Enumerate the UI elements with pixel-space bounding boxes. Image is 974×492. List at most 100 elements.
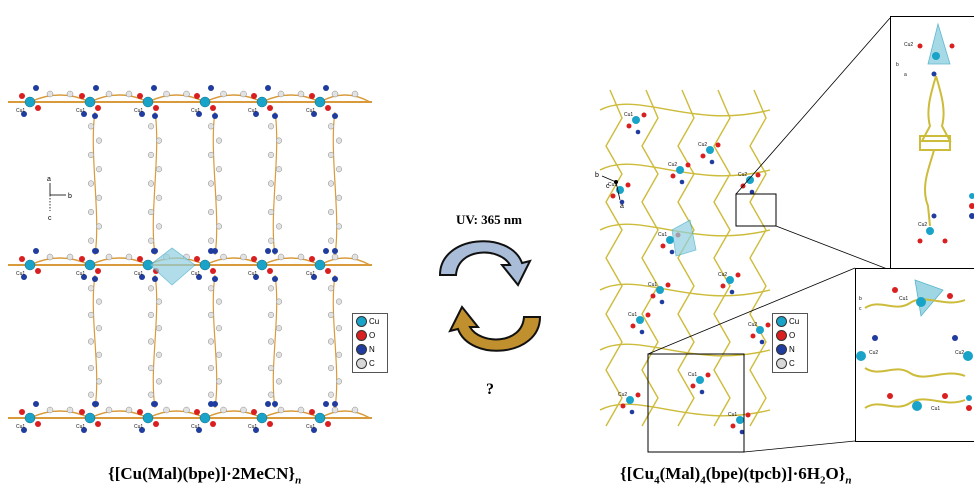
cu-atom	[199, 96, 211, 108]
cu-atom	[314, 259, 326, 271]
cu-atom	[84, 412, 96, 424]
legend-swatch	[356, 343, 367, 355]
legend-item: O	[353, 328, 387, 342]
cu-atom	[726, 276, 734, 284]
cu-atom	[626, 396, 634, 404]
legend-swatch	[776, 357, 787, 369]
legend-item: C	[773, 356, 807, 370]
atom-label-cu1: Cu1	[306, 108, 315, 114]
atom-label-cu1: Cu1	[191, 108, 200, 114]
coordination-polyhedron	[671, 219, 697, 257]
legend-label: N	[369, 344, 375, 354]
atom-label-cu1: Cu1	[76, 424, 85, 430]
axis-b-label: b	[595, 172, 599, 179]
uv-condition-label: UV: 365 nm	[456, 212, 522, 227]
right-formula-sub: 2	[819, 474, 826, 487]
atom-label-cu1: Cu1	[16, 108, 25, 114]
cu-atom	[256, 96, 268, 108]
selection-box-lower	[647, 353, 745, 453]
atom-label-cu1: Cu1	[306, 271, 315, 277]
forward-arrow	[438, 240, 532, 287]
atom-label-cu1: Cu1	[134, 108, 143, 114]
svg-text:c: c	[859, 306, 862, 312]
svg-text:a: a	[904, 72, 907, 78]
cu-atom	[756, 326, 764, 334]
right-formula-part: O}	[825, 464, 846, 483]
right-compound-caption: {[Cu4(Mal)4(bpe)(tpcb)]·6H2O}n	[620, 464, 852, 486]
atom-label: Cu2	[738, 172, 747, 178]
atom-label-cu2: Cu2	[955, 350, 964, 356]
atom-label: Cu1	[658, 232, 667, 238]
coordination-polyhedron	[149, 247, 196, 286]
cu-atom	[24, 259, 36, 271]
legend-item: N	[773, 342, 807, 356]
atom-label: Cu1	[608, 182, 617, 188]
right-formula-part: (Mal)	[659, 464, 701, 483]
atom-label: Cu1	[688, 372, 697, 378]
atom-label-cu1: Cu1	[76, 108, 85, 114]
right-formula-sub: 4	[654, 474, 660, 487]
right-formula-subscript: n	[845, 474, 852, 487]
atom-label-cu1: Cu1	[306, 424, 315, 430]
atom-label-cu1: Cu1	[16, 424, 25, 430]
cu-atom	[676, 166, 684, 174]
right-formula-part: (bpe)(tpcb)]·6H	[705, 464, 820, 483]
cu-atom	[84, 259, 96, 271]
atom-label: Cu1	[728, 412, 737, 418]
legend-item: O	[773, 328, 807, 342]
cu-atom	[142, 412, 154, 424]
svg-text:b: b	[896, 62, 899, 68]
left-formula-subscript: n	[295, 474, 302, 487]
right-formula-part: {[Cu	[620, 464, 655, 483]
atom-label: Cu2	[668, 162, 677, 168]
cu-atom	[24, 412, 36, 424]
cu-atom	[636, 316, 644, 324]
cu-atom	[199, 412, 211, 424]
legend-label: Cu	[369, 316, 380, 326]
legend-swatch	[776, 315, 787, 327]
legend-item: N	[353, 342, 387, 356]
atom-label-cu1: Cu1	[134, 271, 143, 277]
atom-label: Cu2	[748, 322, 757, 328]
selection-box-upper	[735, 193, 777, 227]
cu-atom	[736, 416, 744, 424]
legend-label: O	[789, 330, 796, 340]
legend-label: C	[789, 358, 795, 368]
inset-upper-cycloaddition: Cu2 Cu2 b a	[890, 16, 974, 270]
legend-swatch	[776, 329, 787, 341]
cu-atom	[84, 96, 96, 108]
reverse-arrow	[448, 305, 542, 352]
atom-label: Cu2	[698, 142, 707, 148]
legend-swatch	[356, 357, 367, 369]
legend-label: N	[789, 344, 795, 354]
axis-c-label: c	[606, 183, 610, 190]
cu-atom	[256, 259, 268, 271]
cu-atom	[632, 116, 640, 124]
atom-label-cu1: Cu1	[76, 271, 85, 277]
reverse-condition-unknown: ?	[486, 381, 494, 398]
axis-c-label: c	[48, 215, 52, 222]
left-formula: {[Cu(Mal)(bpe)]·2MeCN}	[108, 464, 296, 483]
atom-label: Cu1	[628, 312, 637, 318]
legend-item: Cu	[353, 314, 387, 328]
right-axis-indicator: b c a	[595, 172, 624, 210]
axis-a-label: a	[620, 203, 624, 210]
atom-label-cu2: Cu2	[869, 350, 878, 356]
atom-label-cu1: Cu1	[191, 424, 200, 430]
legend-item: C	[353, 356, 387, 370]
cu-atom	[142, 96, 154, 108]
left-compound-caption: {[Cu(Mal)(bpe)]·2MeCN}n	[108, 464, 301, 486]
legend-swatch	[356, 329, 367, 341]
cu-atom	[746, 176, 754, 184]
axis-a-label: a	[47, 176, 51, 183]
inset-lower-network: Cu1 Cu2 Cu2 Cu1 b c	[855, 268, 974, 442]
atom-label: Cu1	[624, 112, 633, 118]
legend-label: C	[369, 358, 375, 368]
atom-label: Cu2	[618, 392, 627, 398]
cu-atom	[199, 259, 211, 271]
cu-atom	[666, 236, 674, 244]
